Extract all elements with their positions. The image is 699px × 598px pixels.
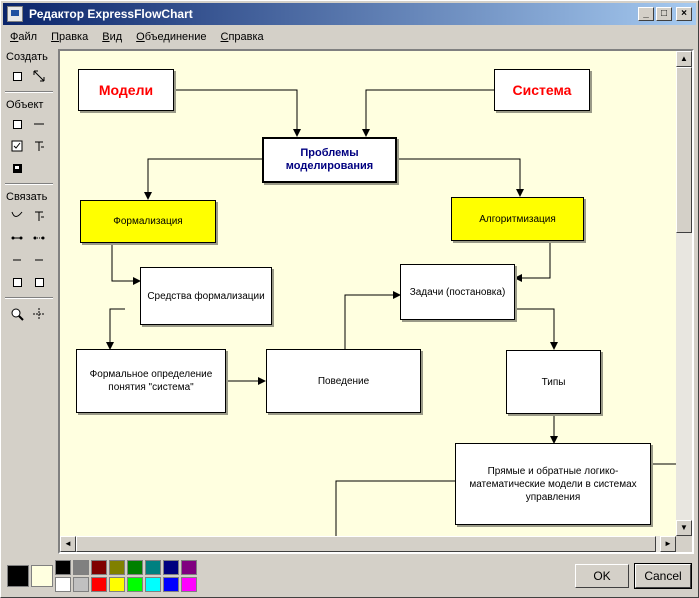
- ok-button[interactable]: OK: [575, 564, 629, 588]
- node-system[interactable]: Система: [494, 69, 590, 111]
- object-group-label: Объект: [6, 99, 44, 111]
- palette-swatch[interactable]: [145, 560, 161, 575]
- connector-tasks-types: [515, 308, 558, 350]
- current-foreground-color[interactable]: [7, 565, 29, 587]
- connector-algorithmization-tasks: [514, 242, 551, 282]
- palette-swatch[interactable]: [127, 577, 143, 592]
- node-behavior[interactable]: Поведение: [266, 349, 421, 413]
- scroll-left-button[interactable]: ◄: [60, 536, 76, 552]
- object-rect-icon[interactable]: [9, 116, 25, 132]
- palette-swatch[interactable]: [163, 560, 179, 575]
- connector-behavior-tasks: [344, 291, 401, 349]
- link-box-icon[interactable]: [9, 274, 25, 290]
- color-palette: [55, 560, 207, 594]
- close-button[interactable]: ×: [676, 7, 692, 21]
- scroll-corner: [676, 536, 692, 552]
- diagram-canvas-frame: Модели Система Проблемы моделирования Фо…: [58, 49, 694, 554]
- node-definition[interactable]: Формальное определение понятия "система": [76, 349, 226, 413]
- connectors: [106, 89, 676, 536]
- connector-tools-definition: [106, 308, 125, 350]
- create-group-label: Создать: [6, 51, 48, 63]
- scroll-up-button[interactable]: ▲: [676, 51, 692, 67]
- palette-swatch[interactable]: [91, 577, 107, 592]
- toolbox: Создать Объект Связать: [3, 49, 55, 557]
- palette-swatch[interactable]: [127, 560, 143, 575]
- link-dot-alt-icon[interactable]: [31, 252, 47, 268]
- object-filled-rect-icon[interactable]: [9, 160, 25, 176]
- palette-swatch[interactable]: [73, 577, 89, 592]
- menu-help[interactable]: Справка: [220, 31, 264, 43]
- node-formalization[interactable]: Формализация: [80, 200, 216, 243]
- node-tools[interactable]: Средства формализации: [140, 267, 272, 325]
- connector-problems-algorithmization: [397, 158, 524, 197]
- palette-swatch[interactable]: [181, 560, 197, 575]
- create-rect-icon[interactable]: [9, 68, 25, 84]
- palette-swatch[interactable]: [55, 560, 71, 575]
- current-background-color[interactable]: [31, 565, 53, 587]
- node-problems[interactable]: Проблемы моделирования: [262, 137, 397, 183]
- node-tasks[interactable]: Задачи (постановка): [400, 264, 515, 320]
- node-algorithmization[interactable]: Алгоритмизация: [451, 197, 584, 241]
- vertical-scroll-thumb[interactable]: [676, 67, 692, 233]
- horizontal-scrollbar[interactable]: ◄ ►: [60, 536, 676, 552]
- palette-swatch[interactable]: [109, 577, 125, 592]
- link-connect-icon[interactable]: [9, 230, 25, 246]
- palette-swatch[interactable]: [181, 577, 197, 592]
- node-models-management[interactable]: Прямые и обратные логико-математические …: [455, 443, 651, 525]
- palette-swatch[interactable]: [145, 577, 161, 592]
- minimize-button[interactable]: _: [638, 7, 654, 21]
- zoom-icon[interactable]: [9, 306, 25, 322]
- link-box-alt-icon[interactable]: [31, 274, 47, 290]
- connector-problems-formalization: [144, 158, 262, 200]
- link-text-icon[interactable]: [31, 208, 47, 224]
- menu-edit[interactable]: Правка: [51, 31, 89, 43]
- node-models[interactable]: Модели: [78, 69, 174, 111]
- link-dot-icon[interactable]: [9, 252, 25, 268]
- menu-bar: Файл Правка Вид Объединение Справка: [3, 27, 696, 47]
- object-checkbox-icon[interactable]: [9, 138, 25, 154]
- link-curve-icon[interactable]: [9, 208, 25, 224]
- menu-merge[interactable]: Объединение: [136, 31, 207, 43]
- window-title: Редактор ExpressFlowChart: [29, 7, 193, 21]
- palette-swatch[interactable]: [73, 560, 89, 575]
- object-text-icon[interactable]: [31, 138, 47, 154]
- palette-swatch[interactable]: [163, 577, 179, 592]
- palette-swatch[interactable]: [91, 560, 107, 575]
- diagram-canvas[interactable]: Модели Система Проблемы моделирования Фо…: [60, 51, 676, 536]
- create-resize-icon[interactable]: [31, 68, 47, 84]
- bottom-bar: OK Cancel: [3, 559, 696, 597]
- vertical-scrollbar[interactable]: ▲ ▼: [676, 51, 692, 536]
- scroll-down-button[interactable]: ▼: [676, 520, 692, 536]
- menu-view[interactable]: Вид: [102, 31, 123, 43]
- cancel-button[interactable]: Cancel: [634, 563, 692, 589]
- object-line-icon[interactable]: [31, 116, 47, 132]
- move-icon[interactable]: [31, 306, 47, 322]
- palette-swatch[interactable]: [55, 577, 71, 592]
- connector-models-problems: [174, 89, 301, 137]
- link-group-label: Связать: [6, 191, 48, 203]
- connector-system-problems: [362, 89, 494, 137]
- connector-models-bottom: [335, 480, 455, 536]
- connector-formalization-tools: [111, 242, 141, 285]
- maximize-button[interactable]: □: [656, 7, 672, 21]
- horizontal-scroll-thumb[interactable]: [76, 536, 656, 552]
- link-connect-alt-icon[interactable]: [31, 230, 47, 246]
- menu-file[interactable]: Файл: [10, 31, 38, 43]
- palette-swatch[interactable]: [109, 560, 125, 575]
- title-bar[interactable]: Редактор ExpressFlowChart _ □ ×: [3, 3, 696, 25]
- scroll-right-button[interactable]: ►: [660, 536, 676, 552]
- app-icon: [7, 6, 23, 22]
- node-types[interactable]: Типы: [506, 350, 601, 414]
